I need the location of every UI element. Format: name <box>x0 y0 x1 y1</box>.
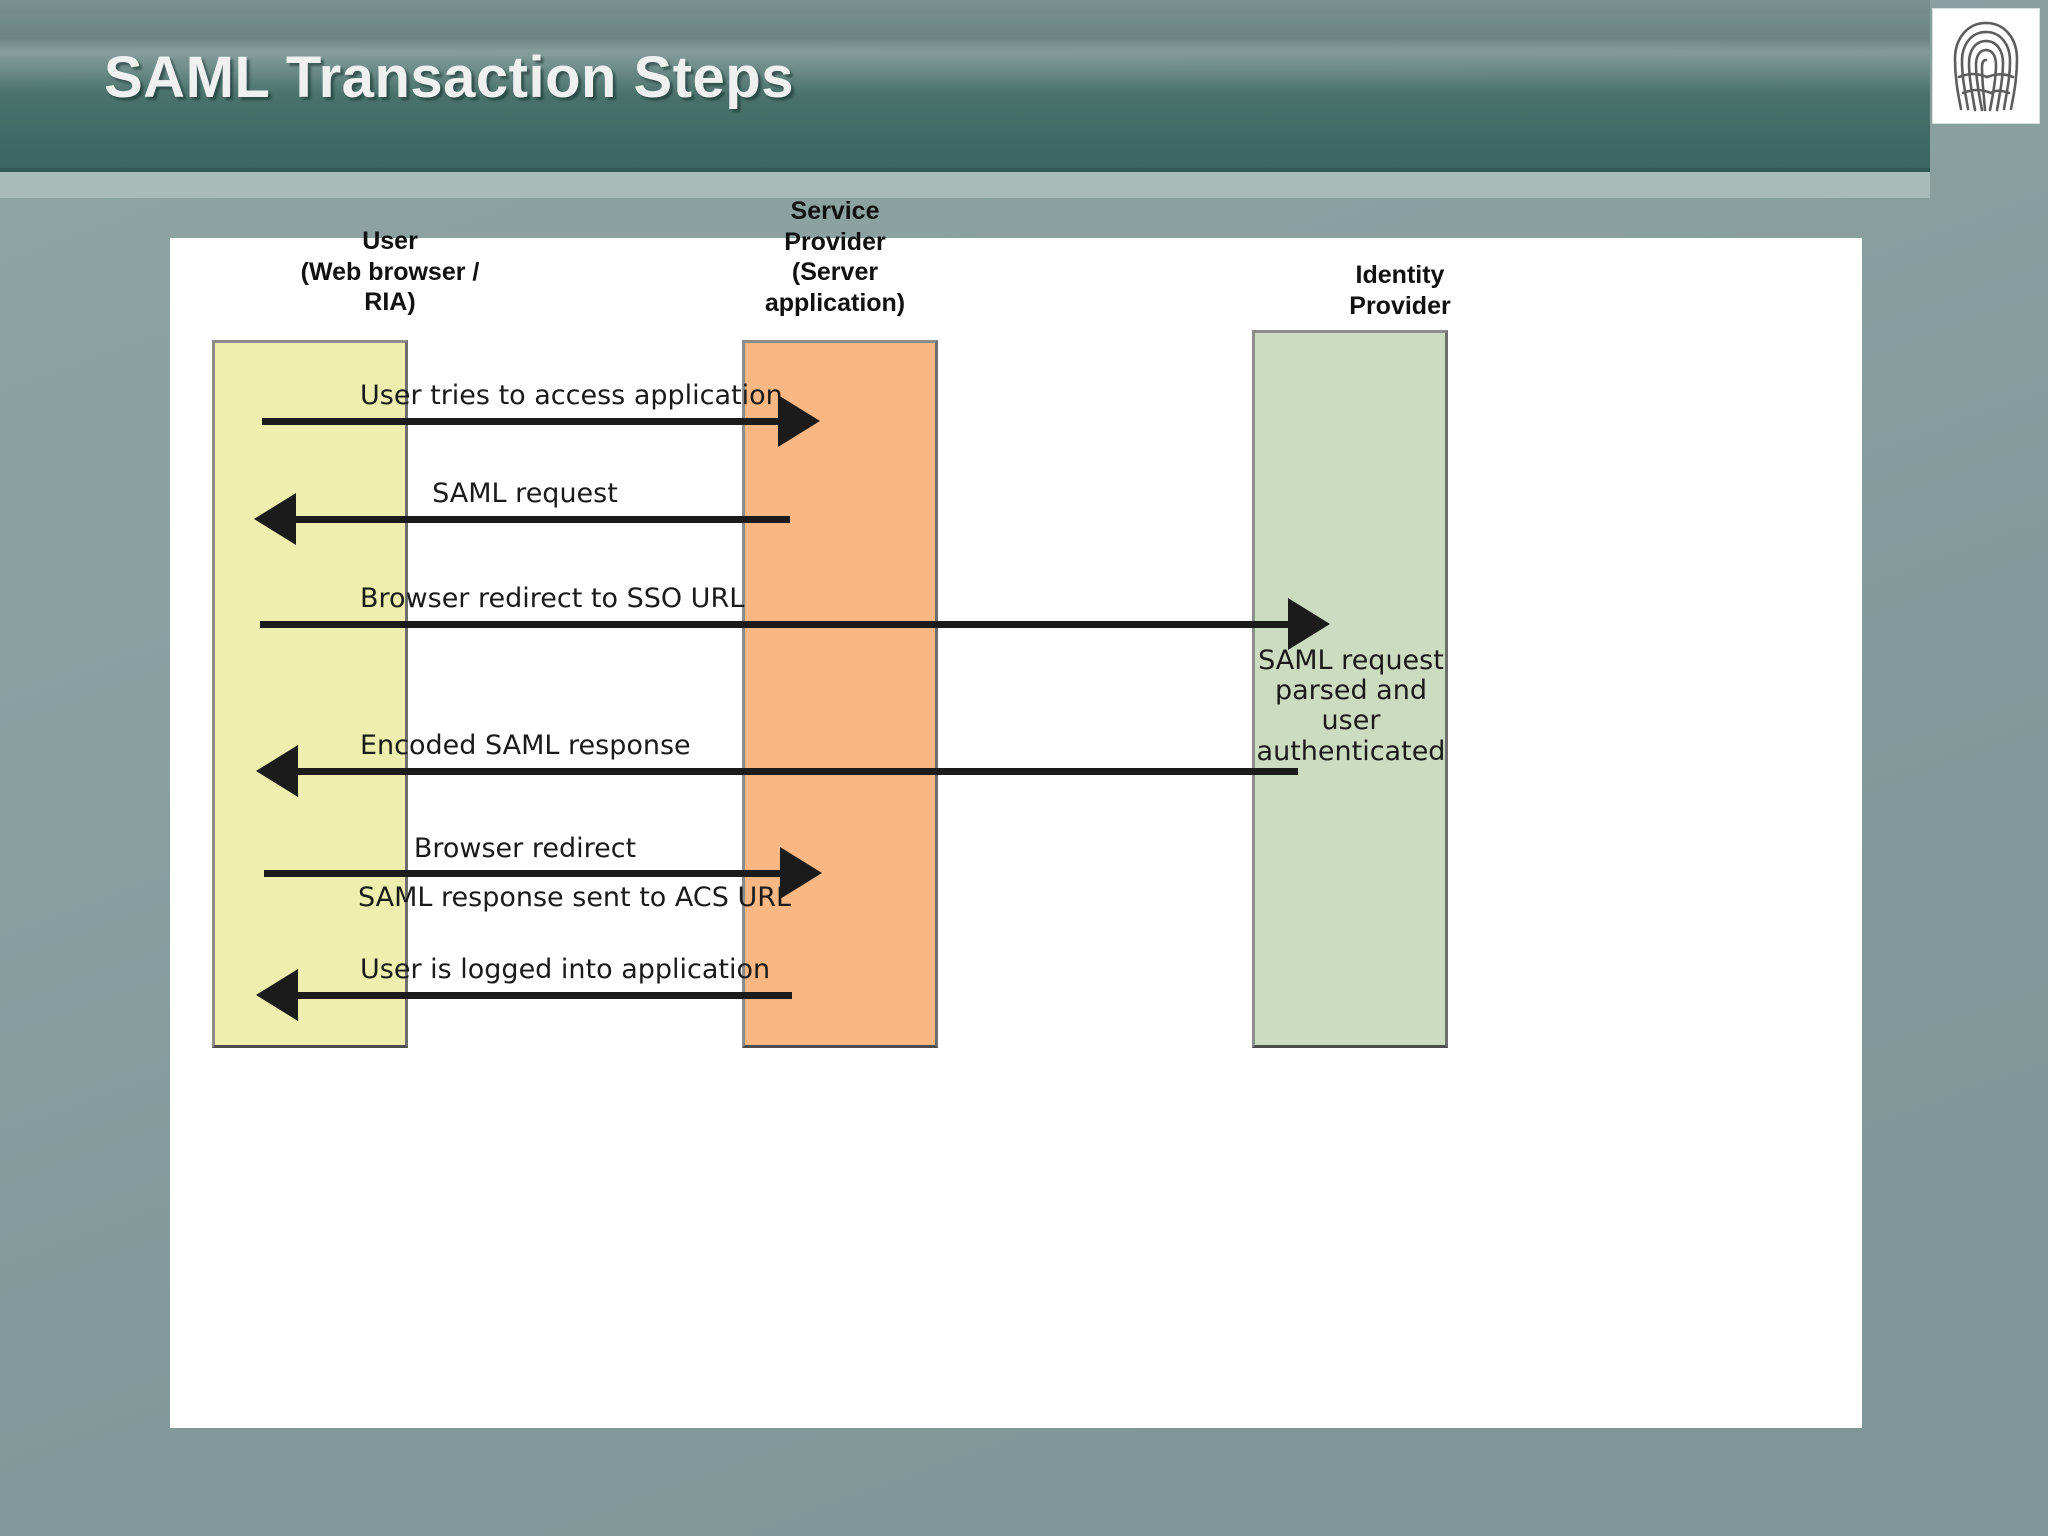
fingerprint-icon <box>1947 17 2025 115</box>
banner-underline <box>0 172 1930 198</box>
message-line-4 <box>298 768 1298 775</box>
message-line-6 <box>298 992 792 999</box>
arrowhead-right-3 <box>1288 598 1330 650</box>
message-line-5 <box>264 870 784 877</box>
page-title: SAML Transaction Steps <box>104 45 794 110</box>
title-banner: SAML Transaction Steps <box>0 0 1930 172</box>
message-label-3: Browser redirect to SSO URL <box>360 583 745 614</box>
sequence-diagram: User (Web browser / RIA) Service Provide… <box>170 197 1862 1428</box>
message-label-6: User is logged into application <box>360 954 771 985</box>
message-line-1 <box>262 418 782 425</box>
message-label-1: User tries to access application <box>360 380 783 411</box>
message-line-2 <box>296 516 790 523</box>
message-label-2: SAML request <box>432 478 618 509</box>
message-label-4: Encoded SAML response <box>360 730 691 761</box>
arrowhead-right-1 <box>778 395 820 447</box>
actor-header-identity-provider: Identity Provider <box>1349 261 1451 320</box>
actor-header-user: User (Web browser / RIA) <box>300 227 480 316</box>
arrowhead-left-2 <box>254 493 296 545</box>
lifeline-service-provider <box>742 340 938 1048</box>
arrowhead-right-5 <box>780 847 822 899</box>
message-label-5: Browser redirect <box>413 833 637 864</box>
actor-header-service-provider: Service Provider (Server application) <box>764 197 906 317</box>
lifeline-user <box>212 340 408 1048</box>
note-identity-provider: SAML request parsed and user authenticat… <box>1256 645 1446 767</box>
arrowhead-left-4 <box>256 745 298 797</box>
fingerprint-logo <box>1932 8 2040 124</box>
arrowhead-left-6 <box>256 969 298 1021</box>
lifeline-identity-provider <box>1252 330 1448 1048</box>
message-line-3 <box>260 621 1292 628</box>
message-sublabel-5: SAML response sent to ACS URL <box>358 882 792 913</box>
